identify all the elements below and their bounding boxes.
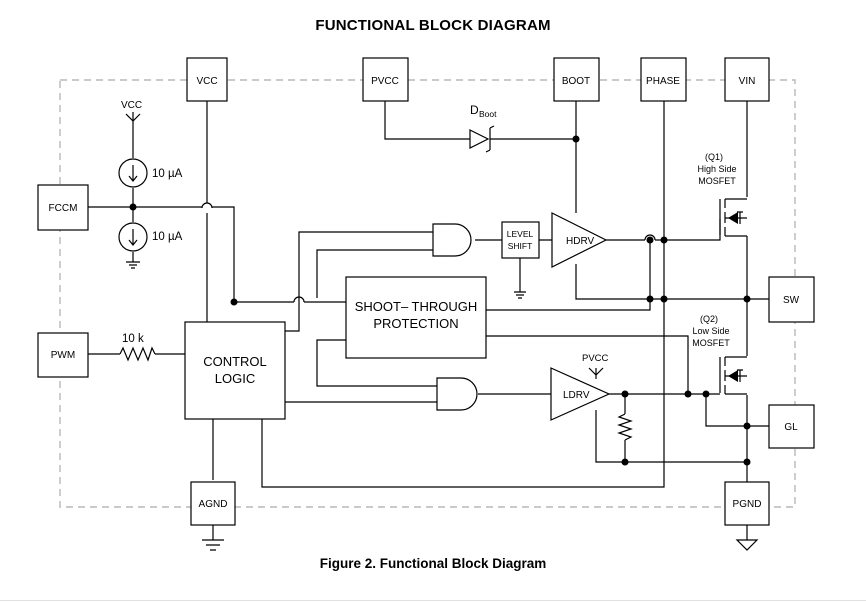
pin-pvcc-label: PVCC [371, 76, 399, 87]
pin-vin: VIN [724, 57, 770, 102]
pin-phase-label: PHASE [646, 76, 680, 87]
resistor-label: 10 k [122, 333, 144, 345]
ground-symbol-pgnd [735, 528, 759, 551]
pin-gl-label: GL [784, 422, 798, 433]
figure-caption: Figure 2. Functional Block Diagram [319, 556, 547, 571]
vcc-supply-symbol: VCC [121, 100, 142, 122]
junction-dots [129, 135, 751, 466]
resistor-10k: 10 k [119, 333, 156, 362]
boot-diode: D Boot [469, 103, 497, 153]
current-bottom-label: 10 µA [152, 231, 183, 243]
pin-sw: SW [768, 276, 815, 323]
hdrv-driver: HDRV [551, 212, 608, 268]
pvcc-supply-symbol: PVCC [582, 353, 609, 376]
pin-vcc-label: VCC [196, 76, 217, 87]
and-gate-low [436, 377, 478, 411]
current-top-label: 10 µA [152, 168, 183, 180]
mosfet-q1: (Q1) High Side MOSFET [697, 152, 747, 237]
q2-line1: (Q2) [700, 314, 718, 324]
diagram-title: FUNCTIONAL BLOCK DIAGRAM [315, 17, 551, 34]
pin-pgnd-label: PGND [733, 499, 762, 510]
vcc-supply-label: VCC [121, 100, 142, 111]
pin-boot-label: BOOT [562, 76, 590, 87]
bottom-divider [0, 600, 866, 601]
diode-label-sub: Boot [479, 109, 497, 119]
pin-gl: GL [768, 404, 815, 449]
q1-line3: MOSFET [698, 176, 736, 186]
level-shift-line1: LEVEL [507, 229, 534, 239]
pin-pvcc: PVCC [362, 57, 409, 102]
pin-boot: BOOT [553, 57, 600, 102]
pin-fccm: FCCM [37, 184, 89, 231]
pin-agnd: AGND [190, 481, 236, 526]
pulldown-resistor [617, 413, 633, 441]
pin-pwm: PWM [37, 332, 89, 378]
pin-sw-label: SW [783, 295, 800, 306]
q2-line2: Low Side [692, 326, 729, 336]
pin-vcc: VCC [186, 57, 228, 102]
q1-line1: (Q1) [705, 152, 723, 162]
wiring [88, 100, 769, 540]
q1-line2: High Side [697, 164, 736, 174]
mosfet-q2: (Q2) Low Side MOSFET [692, 314, 747, 395]
control-logic-line1: CONTROL [203, 354, 267, 369]
control-logic-line2: LOGIC [215, 371, 255, 386]
hdrv-label: HDRV [566, 236, 594, 247]
ldrv-label: LDRV [563, 390, 590, 401]
diode-label: D [470, 103, 479, 117]
ground-symbol-agnd [202, 539, 224, 551]
shoot-through-line2: PROTECTION [373, 316, 458, 331]
shoot-through-block: SHOOT– THROUGH PROTECTION [345, 276, 487, 359]
level-shift-line2: SHIFT [508, 241, 533, 251]
pin-vin-label: VIN [739, 76, 756, 87]
svg-text:D: D [470, 103, 479, 117]
pin-agnd-label: AGND [199, 499, 228, 510]
current-source-bottom: 10 µA [118, 222, 183, 252]
shoot-through-line1: SHOOT– THROUGH [355, 299, 478, 314]
pin-pgnd: PGND [724, 481, 770, 526]
pin-fccm-label: FCCM [49, 203, 78, 214]
and-gate-high [432, 223, 472, 257]
pin-pwm-label: PWM [51, 350, 75, 361]
ground-symbol-level-shift [514, 291, 526, 299]
pvcc-supply-label: PVCC [582, 353, 609, 364]
control-logic-block: CONTROL LOGIC [184, 321, 286, 420]
ldrv-driver: LDRV [550, 367, 611, 421]
current-source-top: 10 µA [118, 158, 183, 188]
q2-line3: MOSFET [692, 338, 730, 348]
level-shift-block: LEVEL SHIFT [501, 221, 540, 259]
ground-symbol-left [126, 261, 140, 269]
pin-phase: PHASE [640, 57, 687, 102]
